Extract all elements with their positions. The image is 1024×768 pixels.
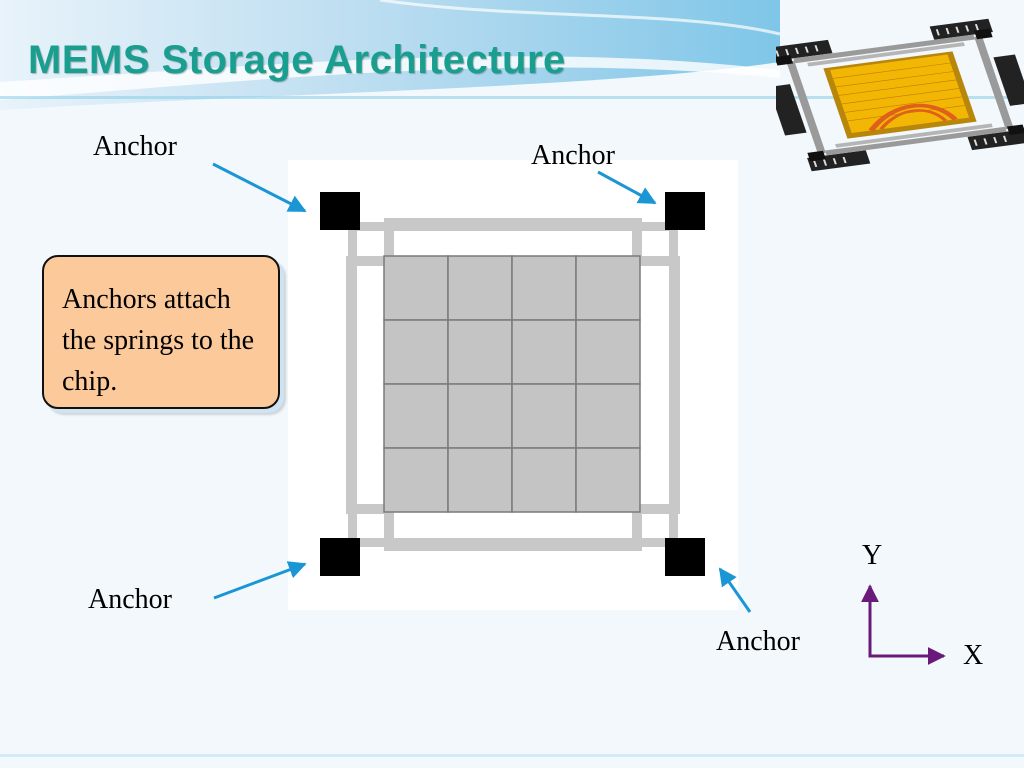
- anchor-top-left: [320, 192, 360, 230]
- pointer-arrow-top-right: [597, 170, 657, 205]
- media-cell: [383, 319, 449, 385]
- anchor-label-top-left: Anchor: [93, 131, 177, 162]
- media-cell: [383, 383, 449, 449]
- media-cell: [575, 383, 641, 449]
- slide-title: MEMS Storage Architecture: [28, 38, 566, 82]
- anchor-label-bottom-right: Anchor: [716, 626, 800, 657]
- anchor-bottom-left: [320, 538, 360, 576]
- media-cell: [575, 447, 641, 513]
- xy-axes: [868, 590, 940, 658]
- callout-box: Anchors attach the springs to the chip.: [42, 255, 280, 409]
- anchor-bottom-right: [665, 538, 705, 576]
- media-cell: [511, 319, 577, 385]
- media-cell: [447, 319, 513, 385]
- anchor-label-bottom-left: Anchor: [88, 584, 172, 615]
- x-axis-label: X: [963, 640, 984, 671]
- media-cell: [511, 383, 577, 449]
- media-cell: [575, 319, 641, 385]
- mems-chip-illustration: [776, 18, 1024, 172]
- media-cell: [511, 255, 577, 321]
- y-axis-label: Y: [862, 540, 883, 571]
- pointer-arrow-bottom-left: [213, 561, 307, 600]
- pointer-arrow-top-left: [212, 162, 307, 213]
- callout-text: Anchors attach the springs to the chip.: [62, 284, 255, 397]
- media-cell: [383, 447, 449, 513]
- pointer-arrow-bottom-right: [718, 567, 752, 613]
- media-cell: [447, 447, 513, 513]
- anchor-top-right: [665, 192, 705, 230]
- spring-frame: [346, 218, 680, 551]
- media-cell: [511, 447, 577, 513]
- media-cell: [447, 383, 513, 449]
- media-cell: [575, 255, 641, 321]
- anchor-label-top-right: Anchor: [531, 140, 615, 171]
- media-cell: [383, 255, 449, 321]
- media-cell: [447, 255, 513, 321]
- media-sled-grid: [383, 255, 641, 513]
